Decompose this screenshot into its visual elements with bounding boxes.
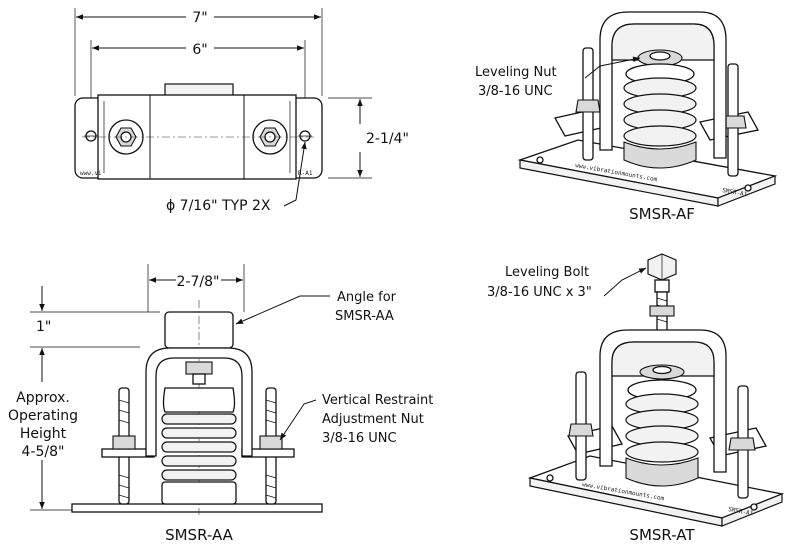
- smsr-at-view: www.vibrationmounts.com SMSR-A1: [487, 253, 785, 544]
- aa-height-label-1: Approx.: [16, 390, 70, 406]
- af-spring: [623, 77, 697, 147]
- aa-callout-angle-2: SMSR-AA: [335, 309, 394, 324]
- aa-spring: [161, 413, 237, 481]
- smsr-aa-view: 2-7/8" 1" Approx. Operating Height 4-5/8…: [8, 264, 433, 544]
- smsr-af-view: www.vibrationmounts.com SMSR-A1 Leveling…: [475, 11, 778, 223]
- svg-text:SMSR-A1: SMSR-A1: [722, 187, 748, 198]
- af-callout-line2: 3/8-16 UNC: [478, 84, 553, 99]
- aa-callout-restraint-1: Vertical Restraint: [322, 393, 433, 408]
- plate-mark-left: www.vi: [80, 170, 102, 177]
- af-caption: SMSR-AF: [629, 205, 695, 223]
- aa-height-label-2: Operating: [8, 408, 78, 424]
- dim-width: 2-1/4": [366, 131, 409, 147]
- top-view: 7" 6" 2-1/4": [74, 8, 409, 214]
- at-caption: SMSR-AT: [629, 526, 695, 544]
- dim-overall-length: 7": [192, 10, 207, 26]
- aa-callout-angle-1: Angle for: [337, 290, 397, 305]
- aa-callout-restraint-2: Adjustment Nut: [322, 412, 424, 427]
- aa-height-label-3: Height: [20, 426, 67, 442]
- at-callout-line1: Leveling Bolt: [505, 265, 589, 280]
- at-leveling-bolt: [647, 253, 677, 333]
- at-callout-line2: 3/8-16 UNC x 3": [487, 285, 592, 300]
- aa-dim-height-1: 1": [36, 319, 51, 335]
- aa-height-label-4: 4-5/8": [22, 444, 65, 460]
- dim-hole-spacing: 6": [192, 42, 207, 58]
- af-callout-line1: Leveling Nut: [475, 65, 557, 80]
- plate-mark-right: R-A1: [298, 170, 313, 177]
- aa-caption: SMSR-AA: [165, 526, 234, 544]
- aa-housing: [145, 347, 253, 457]
- aa-dim-width: 2-7/8": [177, 274, 220, 290]
- aa-callout-restraint-3: 3/8-16 UNC: [322, 431, 397, 446]
- svg-text:SMSR-A1: SMSR-A1: [728, 506, 754, 517]
- hole-note: ϕ 7/16" TYP 2X: [166, 198, 271, 214]
- at-spring: [625, 393, 699, 463]
- aa-base-plate: [71, 503, 323, 513]
